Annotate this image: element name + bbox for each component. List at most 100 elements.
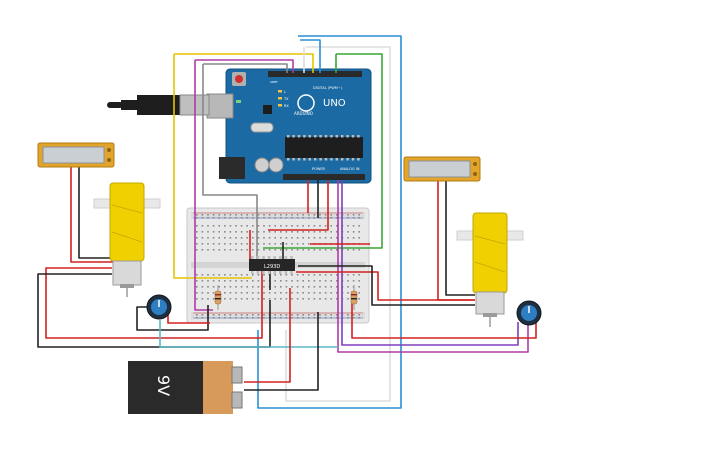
breadboard-hole	[285, 243, 288, 245]
dc-motor-left[interactable]	[93, 182, 161, 297]
wire-battery-red[interactable]	[244, 288, 291, 383]
chip-pin	[308, 135, 311, 138]
breadboard-hole	[330, 225, 332, 227]
dc-motor-right[interactable]	[456, 212, 524, 327]
usb-cable[interactable]	[107, 94, 210, 116]
driver-pin	[267, 271, 271, 274]
breadboard-hole	[302, 214, 304, 216]
resistor-right[interactable]	[350, 285, 358, 310]
wire-battery-black[interactable]	[244, 312, 319, 391]
breadboard-hole	[212, 231, 215, 233]
chip-pin	[303, 135, 306, 138]
power-jack	[219, 157, 245, 179]
breadboard-hole	[212, 317, 215, 319]
breadboard-hole	[212, 217, 215, 219]
breadboard-hole	[285, 298, 288, 300]
breadboard-hole	[252, 243, 254, 245]
breadboard-hole	[263, 249, 265, 251]
wire-left-motor-black[interactable]	[37, 273, 271, 348]
breadboard-hole	[319, 231, 321, 233]
breadboard-hole	[296, 292, 299, 294]
breadboard-hole	[246, 286, 248, 288]
breadboard-hole	[285, 280, 288, 282]
arduino-uno-board[interactable]: UNO ARDUINO DIGITAL (PWM~) POWER ANALOG …	[206, 68, 372, 184]
resistor-left[interactable]	[214, 285, 222, 310]
breadboard-hole	[246, 314, 248, 316]
breadboard-hole	[235, 292, 237, 294]
driver-pin	[273, 271, 276, 274]
breadboard-hole	[336, 274, 338, 276]
lcd-module-right[interactable]	[403, 156, 481, 182]
wire-yellow-top[interactable]	[174, 53, 314, 73]
breadboard-hole	[224, 243, 226, 245]
breadboard-hole	[257, 225, 260, 227]
breadboard-hole	[308, 314, 310, 316]
breadboard-hole	[274, 231, 276, 233]
wire-yellow-left[interactable]	[173, 54, 252, 279]
breadboard-hole	[257, 217, 260, 219]
breadboard-hole	[291, 231, 293, 233]
breadboard-hole	[296, 231, 299, 233]
wire-a0[interactable]	[268, 180, 329, 231]
wire-left-pot-cyan[interactable]	[159, 320, 338, 348]
breadboard-hole	[196, 292, 198, 294]
driver-pin	[256, 271, 260, 274]
breadboard-hole	[201, 217, 204, 219]
breadboard-hole	[229, 298, 232, 300]
breadboard-hole	[224, 217, 226, 219]
wire-gray-left[interactable]	[202, 64, 258, 262]
brand-text: ARDUINO	[294, 111, 313, 116]
wire-magenta-top[interactable]	[195, 59, 294, 73]
wire-left-lcd-red[interactable]	[70, 167, 113, 263]
wire-gray-top[interactable]	[203, 63, 288, 73]
wire-magenta-left[interactable]	[194, 60, 213, 311]
breadboard-hole	[308, 280, 310, 282]
breadboard-hole	[285, 317, 288, 319]
wire-white[interactable]	[285, 46, 391, 402]
breadboard-hole	[235, 231, 237, 233]
breadboard-hole	[224, 237, 226, 239]
lcd-module-left[interactable]	[37, 142, 115, 168]
breadboard-hole	[196, 243, 198, 245]
l293d-driver-chip[interactable]: L293D	[249, 256, 295, 274]
wire-right-motor-red[interactable]	[296, 271, 475, 301]
driver-pin	[284, 271, 288, 274]
wire-left-pot-black[interactable]	[136, 305, 209, 331]
wire-right-lcd-black[interactable]	[445, 181, 475, 296]
breadboard-hole	[263, 274, 265, 276]
wire-right-lcd-red[interactable]	[437, 181, 475, 301]
breadboard-hole	[358, 225, 360, 227]
breadboard-hole	[229, 274, 232, 276]
l-led	[278, 90, 282, 93]
battery-9v[interactable]: 9V	[128, 361, 243, 414]
breadboard-hole	[235, 214, 237, 216]
breadboard-hole	[291, 243, 293, 245]
breadboard-hole	[285, 217, 288, 219]
breadboard-hole	[347, 314, 349, 316]
wire-right-motor-black[interactable]	[298, 265, 475, 306]
wire-left-lcd-black[interactable]	[78, 167, 113, 259]
breadboard-hole	[240, 231, 243, 233]
breadboard-hole	[224, 280, 226, 282]
breadboard-hole	[313, 314, 316, 316]
breadboard-hole	[240, 286, 243, 288]
crystal	[250, 122, 274, 133]
breadboard-hole	[218, 280, 220, 282]
wire-blue-drop[interactable]	[300, 39, 321, 73]
breadboard-hole	[207, 292, 209, 294]
breadboard-hole	[291, 280, 293, 282]
breadboard-hole	[358, 214, 360, 216]
breadboard-hole	[330, 292, 332, 294]
wire-left-motor-red[interactable]	[45, 267, 263, 339]
breadboard-hole	[218, 286, 220, 288]
breadboard-hole	[212, 280, 215, 282]
breadboard-hole	[207, 214, 209, 216]
breadboard-hole	[240, 214, 243, 216]
potentiometer-right[interactable]	[516, 300, 542, 326]
breadboard-hole	[308, 274, 310, 276]
potentiometer-left[interactable]	[146, 294, 172, 320]
wire-green[interactable]	[263, 53, 383, 249]
breadboard-hole	[201, 314, 204, 316]
breadboard-hole	[274, 225, 276, 227]
wire-purple-right-pot[interactable]	[341, 180, 519, 346]
